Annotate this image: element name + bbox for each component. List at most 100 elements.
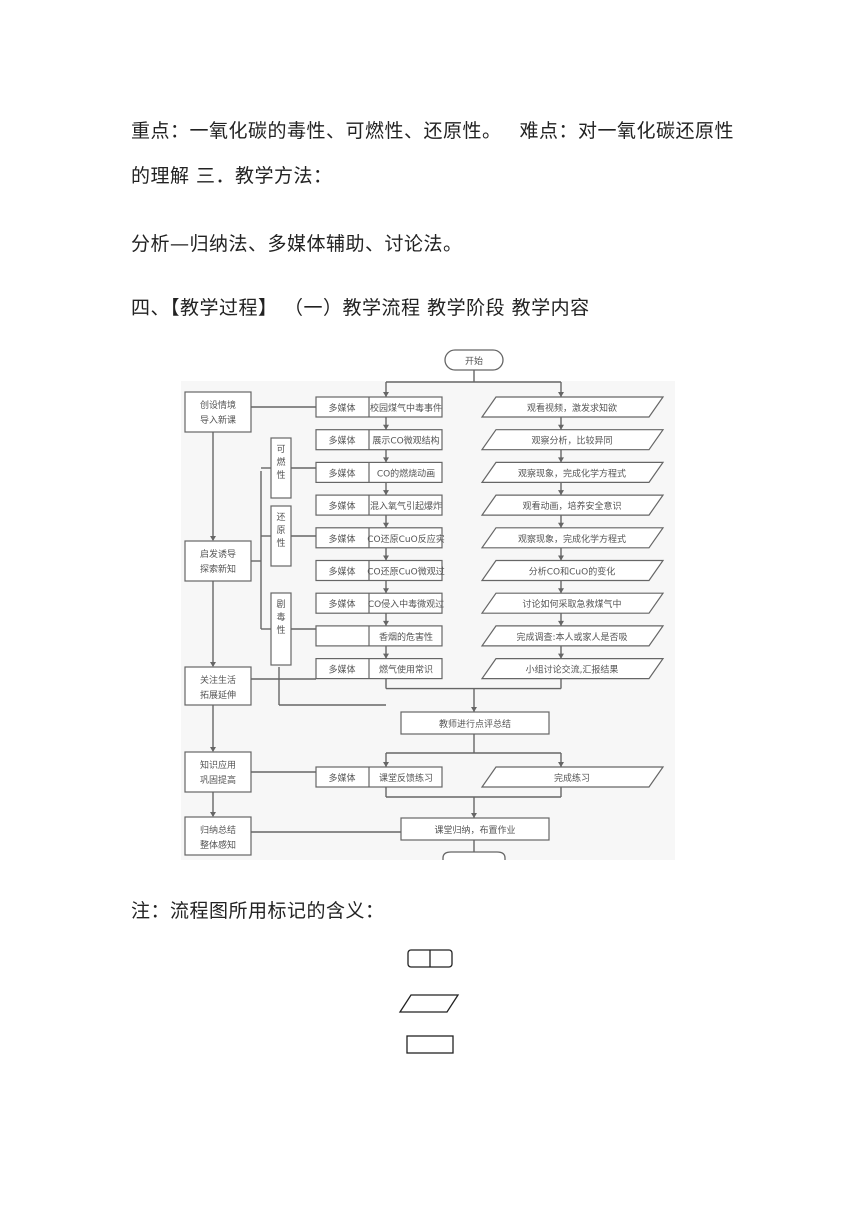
stage-arrow (210, 662, 216, 667)
property-box-3: 剧毒性 (270, 592, 292, 666)
legend-media-box-icon (407, 949, 453, 968)
flow-row-8: 香烟的危害性 完成调查:本人或家人是否吸 (315, 625, 665, 647)
flow-row-2: 多媒体展示CO微观结构观察分析，比较异同 (315, 429, 665, 451)
start-label: 开始 (465, 355, 483, 367)
content-label: CO还原CuO微观过 (367, 566, 444, 578)
end-terminal (442, 851, 506, 860)
legend-parallelogram-icon (398, 994, 460, 1013)
content-label: 混入氧气引起爆炸 (370, 500, 442, 512)
media-content-box (315, 559, 443, 582)
activity-label: 完成调查:本人或家人是否吸 (516, 631, 627, 643)
summary-box (400, 711, 550, 735)
method-content-line: 分析—归纳法、多媒体辅助、讨论法。 (131, 233, 463, 255)
activity-parallelogram (480, 559, 665, 582)
activity-parallelogram (480, 527, 665, 549)
media-content-box (315, 625, 443, 647)
flow-row-9: 多媒体 燃气使用常识 小组讨论交流,汇报结果 (315, 658, 665, 680)
activity-parallelogram (480, 494, 665, 516)
stage-label-line1: 创设情境 (200, 399, 236, 411)
activity-label: 观察分析，比较异同 (531, 435, 612, 447)
media-label: 多媒体 (328, 772, 355, 784)
property-char: 毒 (276, 611, 285, 623)
media-content-box (315, 527, 443, 549)
activity-parallelogram (480, 429, 665, 451)
content-label: CO的燃烧动画 (377, 467, 435, 479)
difficulty-text: 难点：对一氧化碳还原性 (519, 120, 735, 142)
property-char: 还 (276, 511, 285, 523)
stage-arrow (210, 747, 216, 752)
final-arrow (471, 813, 477, 818)
activity-label: 小组讨论交流,汇报结果 (526, 664, 619, 676)
flowchart-background (181, 381, 675, 860)
activity-parallelogram (480, 592, 665, 614)
property-box-1: 可燃性 (270, 437, 292, 499)
teaching-flowchart: 开始多媒体 校园煤气中毒事件 观看视频，激发求知欲多媒体展示CO微观结构观察分析，比… (181, 349, 675, 860)
media-label: 多媒体 (328, 664, 355, 676)
stage-label-line1: 启发诱导 (200, 548, 236, 560)
property-char: 剧 (276, 599, 285, 610)
key-points-line: 重点：一氧化碳的毒性、可燃性、还原性。难点：对一氧化碳还原性 (131, 116, 734, 143)
flow-row-practice: 多媒体 课堂反馈练习 完成练习 (315, 766, 665, 788)
activity-label: 观看动画，培养安全意识 (522, 500, 621, 512)
activity-label: 观察现象，完成化学方程式 (518, 533, 626, 545)
final-box (400, 817, 550, 841)
activity-parallelogram (480, 766, 665, 788)
legend-rectangle-icon (406, 1035, 454, 1054)
activity-parallelogram (480, 658, 665, 680)
legend-note: 注：流程图所用标记的含义： (131, 900, 385, 922)
stage-rect (184, 666, 252, 706)
property-char: 性 (276, 624, 285, 636)
property-char: 燃 (276, 456, 285, 468)
stage-label-line2: 整体感知 (200, 839, 236, 851)
property-char: 性 (276, 537, 285, 549)
activity-label: 观看视频，激发求知欲 (527, 402, 617, 414)
stage-label-line1: 关注生活 (200, 674, 236, 686)
stage-label-line2: 探索新知 (200, 563, 236, 575)
stage-label-line1: 知识应用 (200, 759, 236, 771)
media-label: 多媒体 (328, 533, 355, 545)
activity-parallelogram (480, 625, 665, 647)
final-label: 课堂归纳，布置作业 (434, 824, 515, 836)
activity-label: 讨论如何采取急救煤气中 (522, 598, 621, 610)
key-points-text: 重点：一氧化碳的毒性、可燃性、还原性。 (131, 120, 502, 142)
content-label: 香烟的危害性 (379, 631, 433, 643)
content-arrow (383, 762, 389, 767)
flow-row-1: 多媒体校园煤气中毒事件观看视频，激发求知欲 (315, 396, 665, 418)
stage-rect (184, 391, 252, 433)
stage-rect (184, 540, 252, 582)
activity-label: 观察现象，完成化学方程式 (518, 467, 626, 479)
stage-rect (184, 816, 252, 856)
activity-arrow (558, 762, 564, 767)
activity-parallelogram (480, 396, 665, 418)
content-label: 课堂反馈练习 (379, 772, 433, 784)
stage-label-line2: 巩固提高 (200, 774, 236, 786)
stage-arrow (210, 536, 216, 541)
property-char: 性 (276, 469, 285, 481)
stage-rect (184, 751, 252, 793)
process-heading-line: 四、【教学过程】 （一）教学流程 教学阶段 教学内容 (131, 297, 590, 319)
method-heading-line: 的理解 三．教学方法： (131, 165, 333, 187)
flow-row-6: 多媒体 CO还原CuO微观过 分析CO和CuO的变化 (315, 559, 665, 582)
flow-row-4: 多媒体 混入氧气引起爆炸 观看动画，培养安全意识 (315, 494, 665, 516)
media-content-box (315, 461, 443, 484)
media-label: 多媒体 (328, 566, 355, 578)
media-label: 多媒体 (328, 435, 355, 447)
property-char: 可 (276, 444, 285, 455)
media-content-box (315, 592, 443, 614)
content-label: 燃气使用常识 (379, 664, 433, 676)
activity-parallelogram (480, 461, 665, 483)
content-label: 校园煤气中毒事件 (370, 402, 442, 414)
activity-label: 分析CO和CuO的变化 (529, 566, 615, 578)
stage-label-line2: 导入新课 (200, 414, 236, 426)
stage-label-line1: 归纳总结 (200, 824, 236, 836)
media-content-box (315, 494, 443, 516)
summary-arrow (471, 707, 477, 712)
media-label: 多媒体 (328, 500, 355, 512)
activity-label: 完成练习 (554, 772, 590, 784)
stage-arrow (210, 812, 216, 817)
